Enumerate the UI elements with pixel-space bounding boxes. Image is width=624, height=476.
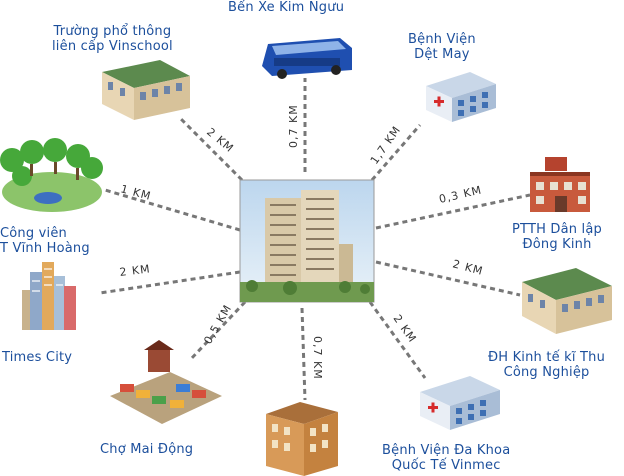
distance-market: 0,5 KM	[201, 302, 234, 346]
school-building-icon	[102, 60, 190, 120]
hospital-icon	[420, 376, 500, 430]
label-hospital-textile: Bệnh Viện Dệt May	[408, 32, 476, 62]
label-bus: Bến Xe Kim Ngưu	[228, 0, 344, 15]
label-line: Công Nghiệp	[503, 365, 590, 380]
connector-market	[188, 300, 247, 362]
label-line: Bệnh Viện	[408, 32, 476, 47]
label-line: ĐH Kinh tế kĩ Thu	[488, 350, 606, 365]
bus-icon	[262, 38, 352, 79]
connector-times-city	[99, 270, 241, 295]
distance-vinmec: 2 KM	[391, 312, 420, 345]
connector-school	[178, 116, 244, 182]
hospital-icon	[426, 72, 496, 122]
label-line: Trường phổ thông	[53, 24, 172, 39]
label-school: Trường phổ thông liên cấp Vinschool	[52, 24, 173, 54]
label-market: Chợ Mai Động	[100, 442, 193, 457]
connector-lines	[99, 78, 531, 401]
connector-hospital-textile	[370, 124, 422, 181]
apartment-tower-icon	[239, 179, 375, 303]
label-line: Đông Kinh	[522, 237, 592, 252]
distance-school: 2 KM	[204, 125, 236, 155]
distance-hospital-textile: 1,7 KM	[368, 123, 404, 166]
city-skyline-icon	[22, 262, 76, 330]
label-line: Công viên	[0, 226, 67, 241]
distance-bottom-building: 0,7 KM	[311, 336, 324, 380]
office-building-icon	[266, 402, 338, 476]
label-line: T Vĩnh Hoàng	[0, 241, 90, 256]
label-line: Times City	[2, 350, 73, 365]
market-icon	[110, 340, 222, 424]
park-trees-icon	[0, 138, 103, 212]
label-times-city: Times City	[2, 350, 72, 365]
distance-highschool: 0,3 KM	[438, 183, 484, 205]
label-line: Chợ Mai Động	[100, 442, 194, 457]
label-university: ĐH Kinh tế kĩ Thu Công Nghiệp	[488, 350, 605, 380]
distance-bus: 0,7 KM	[287, 104, 300, 148]
label-line: Dệt May	[414, 47, 470, 62]
highschool-building-icon	[530, 157, 590, 212]
label-line: Bệnh Viện Đa Khoa	[382, 443, 511, 458]
label-line: Bến Xe Kim Ngưu	[228, 0, 345, 15]
university-building-icon	[522, 268, 612, 334]
label-highschool: PTTH Dân lập Đông Kinh	[512, 222, 602, 252]
connector-bottom-building	[300, 307, 307, 401]
connector-vinmec	[368, 301, 427, 379]
distance-times-city: 2 KM	[119, 262, 152, 279]
connector-university	[375, 260, 521, 297]
distance-university: 2 KM	[451, 257, 485, 278]
connector-park	[104, 188, 241, 232]
label-line: Quốc Tế Vinmec	[391, 458, 501, 473]
label-line: PTTH Dân lập	[512, 222, 602, 237]
label-vinmec: Bệnh Viện Đa Khoa Quốc Tế Vinmec	[382, 443, 510, 473]
label-line: liên cấp Vinschool	[52, 39, 173, 54]
label-park: Công viên T Vĩnh Hoàng	[0, 226, 90, 256]
